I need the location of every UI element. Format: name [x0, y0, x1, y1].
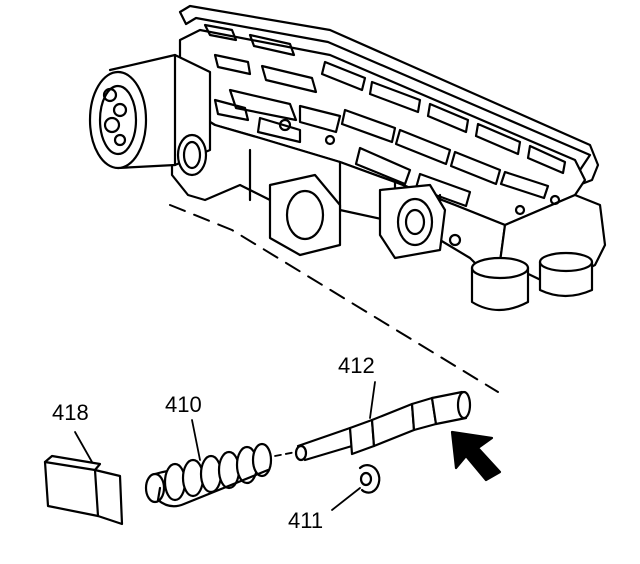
retainer-clip-418	[43, 431, 124, 526]
direction-arrow-icon	[450, 430, 502, 482]
spring-410	[144, 419, 297, 508]
valve-body-bosses-bottom	[470, 251, 594, 312]
snap-ring-411	[331, 464, 381, 511]
callout-412: 412	[338, 353, 375, 378]
callout-418: 418	[52, 400, 89, 425]
callout-411: 411	[288, 508, 323, 533]
callout-410: 410	[165, 392, 202, 417]
alignment-dashed-line	[169, 204, 499, 393]
valve-412	[294, 381, 472, 462]
valve-bore-bosses	[176, 133, 447, 260]
